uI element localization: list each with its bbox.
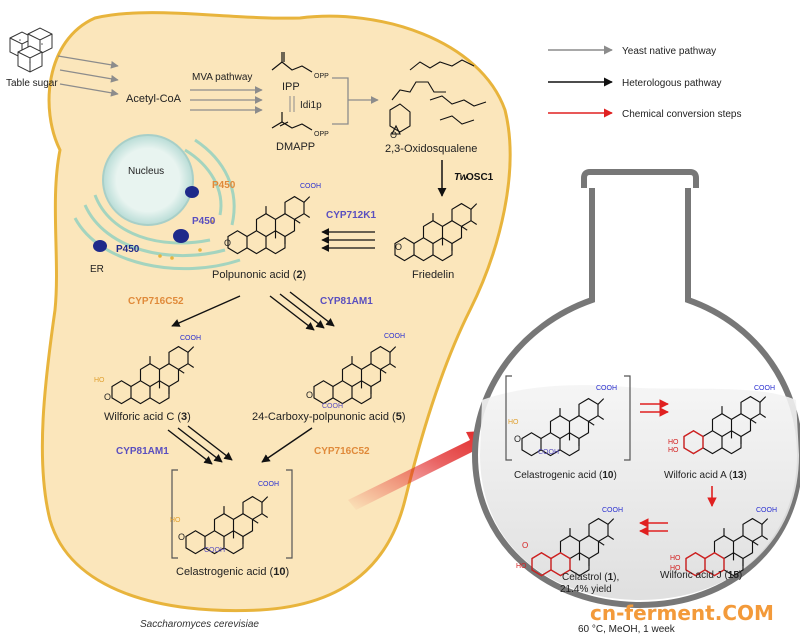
twosc1-prefix: Tw [454,172,469,183]
svg-text:O: O [395,242,402,252]
celastrol-yield-label: 21.4% yield [560,584,612,595]
flask-celastrogenic-acid-label: Celastrogenic acid (10) [514,470,617,481]
svg-text:O: O [514,434,521,444]
svg-text:COOH: COOH [300,183,321,190]
friedelin-label: Friedelin [412,269,454,281]
dmapp-structure [271,112,313,131]
wilforic-acid-j-structure [685,518,769,577]
table-sugar-label: Table sugar [6,78,58,89]
p450-label-orange: P450 [212,180,236,191]
svg-text:HO: HO [170,517,181,524]
yeast-cell [40,11,512,613]
svg-text:COOH: COOH [322,403,343,410]
svg-text:HO: HO [516,563,527,570]
p450-enzyme-icon [185,186,199,198]
cyp716c52-label-bottom: CYP716C52 [314,446,370,457]
svg-text:O: O [178,532,185,542]
idi1p-label: Idi1p [300,100,322,111]
svg-text:O: O [522,541,528,550]
celastrogenic-acid-label: Celastrogenic acid (10) [176,566,289,578]
p450-enzyme-icon [173,229,189,243]
species-label: Saccharomyces cerevisiae [140,619,259,630]
legend-chemical-label: Chemical conversion steps [622,109,742,120]
p450-enzyme-icon [93,240,107,252]
svg-text:COOH: COOH [204,547,225,554]
svg-text:OPP: OPP [314,131,329,138]
celastrol-structure [531,518,615,577]
svg-text:COOH: COOH [596,385,617,392]
svg-text:HO: HO [94,377,105,384]
svg-text:HO: HO [508,419,519,426]
nucleus-er: Nucleus [73,134,241,271]
sugar-cubes-icon [9,27,53,73]
svg-text:HO: HO [668,447,679,454]
svg-text:HO: HO [670,565,681,572]
cyp712k1-label: CYP712K1 [326,210,376,221]
oxidosqualene-structure [389,59,487,135]
wilforic-acid-c-label: Wilforic acid C (3) [104,411,191,423]
oxidosqualene-label: 2,3-Oxidosqualene [385,143,477,155]
p450-label-blue: P450 [116,244,140,255]
carboxy-polpunonic-acid-label: 24-Carboxy-polpunonic acid (5) [252,411,405,423]
svg-text:O: O [224,238,231,248]
twosc1-enzyme-label: OSC1 [466,172,494,183]
ipp-structure [271,52,313,73]
p450-label-purple: P450 [192,216,216,227]
acetyl-coa-label: Acetyl-CoA [126,93,182,105]
big-red-arrow [348,430,500,510]
svg-text:COOH: COOH [180,335,201,342]
svg-text:HO: HO [668,439,679,446]
nucleus-label: Nucleus [128,166,164,177]
svg-text:O: O [390,130,397,140]
nucleus-icon [102,134,194,226]
svg-text:OPP: OPP [314,73,329,80]
celastrol-label: Celastrol (1), [562,572,619,583]
cyp81am1-label-bottom: CYP81AM1 [116,446,169,457]
svg-text:COOH: COOH [384,333,405,340]
polpunonic-acid-label: Polpunonic acid (2) [212,269,306,281]
mva-pathway-label: MVA pathway [192,72,252,83]
wilforic-acid-j-label: Wilforic acid J (15) [660,570,742,581]
svg-text:O: O [306,390,313,400]
wilforic-acid-a-structure [683,396,767,455]
svg-text:HO: HO [670,555,681,562]
svg-text:COOH: COOH [754,385,775,392]
cyp716c52-label-top: CYP716C52 [128,296,184,307]
cyp81am1-label-top: CYP81AM1 [320,296,373,307]
svg-text:COOH: COOH [602,507,623,514]
watermark: cn-ferment.COM [590,601,774,625]
svg-text:O: O [104,392,111,402]
legend-native-label: Yeast native pathway [622,46,716,57]
svg-text:COOH: COOH [258,481,279,488]
svg-text:COOH: COOH [756,507,777,514]
reaction-conditions-label: 60 °C, MeOH, 1 week [578,624,676,635]
wilforic-acid-a-label: Wilforic acid A (13) [664,470,747,481]
ipp-label: IPP [282,81,300,93]
dmapp-label: DMAPP [276,141,315,153]
er-label: ER [90,264,104,275]
legend-heterologous-label: Heterologous pathway [622,78,722,89]
svg-text:COOH: COOH [538,449,559,456]
legend: Yeast native pathway Heterologous pathwa… [548,45,742,120]
